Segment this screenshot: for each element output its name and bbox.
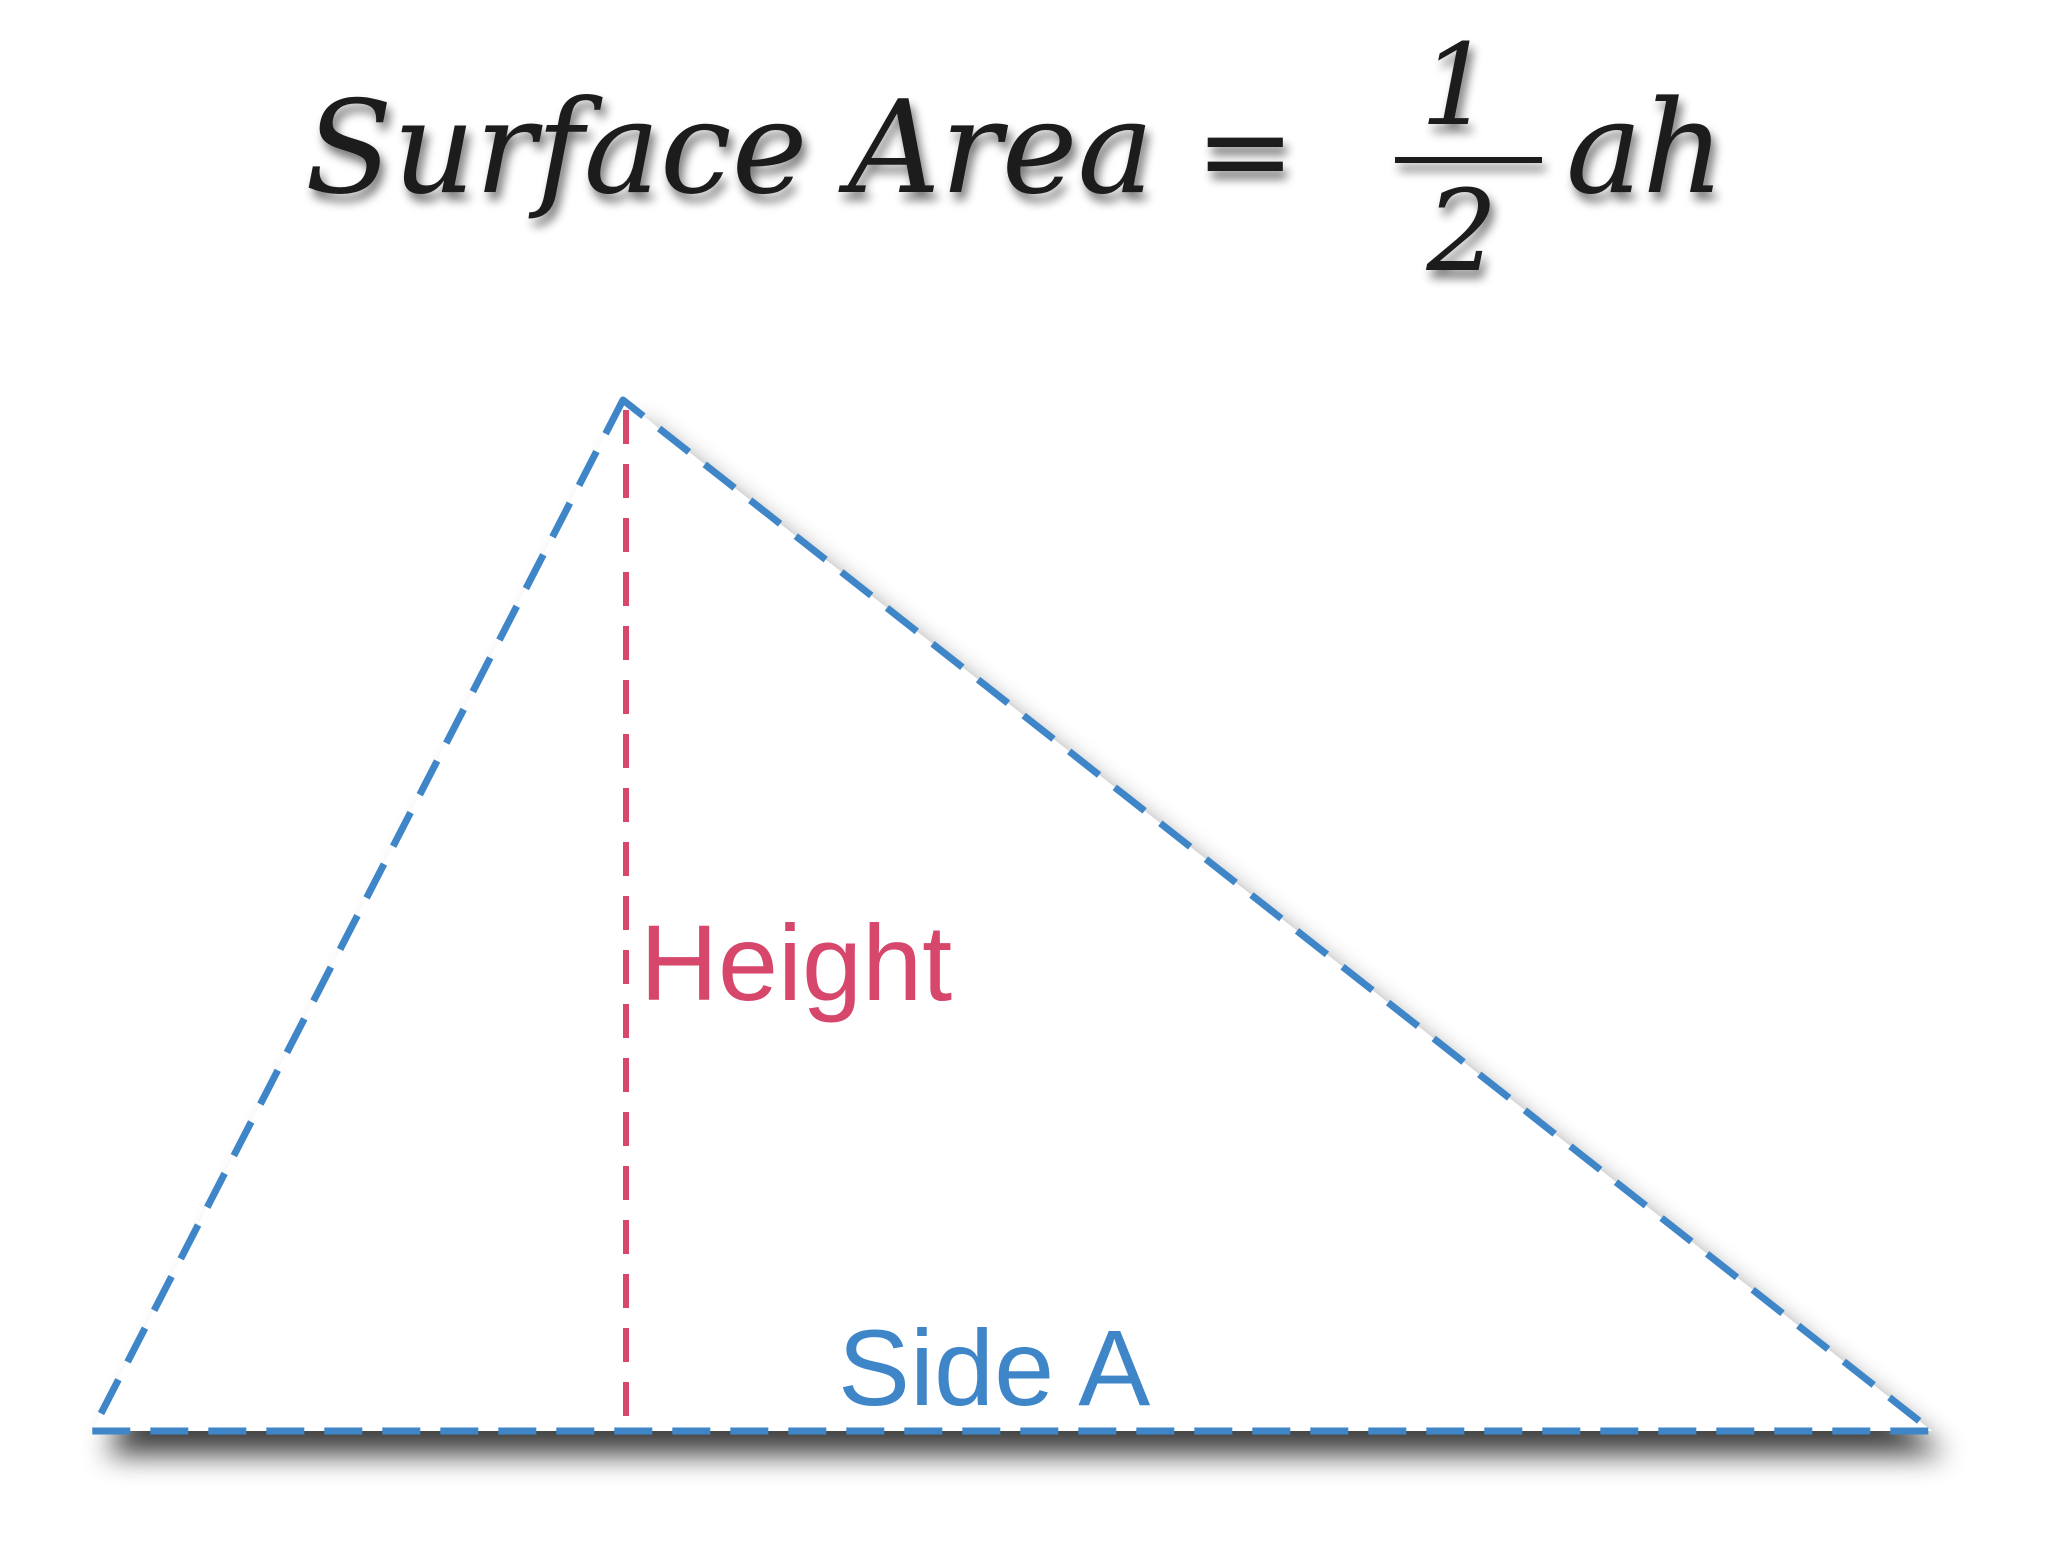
- formula-variables: ah: [1566, 74, 1725, 223]
- triangle: [88, 396, 1936, 1435]
- triangle-outline: [88, 396, 1936, 1435]
- side-a-label: Side A: [838, 1307, 1150, 1428]
- formula-denominator: 2: [1425, 167, 1497, 297]
- triangle-fill: [92, 400, 1932, 1431]
- formula-lhs: Surface Area: [305, 74, 1154, 223]
- surface-area-formula: Surface Area = 1 2 ah: [305, 21, 1725, 297]
- formula-numerator: 1: [1420, 21, 1491, 151]
- formula-equals: =: [1195, 82, 1296, 221]
- height-label: Height: [640, 902, 952, 1023]
